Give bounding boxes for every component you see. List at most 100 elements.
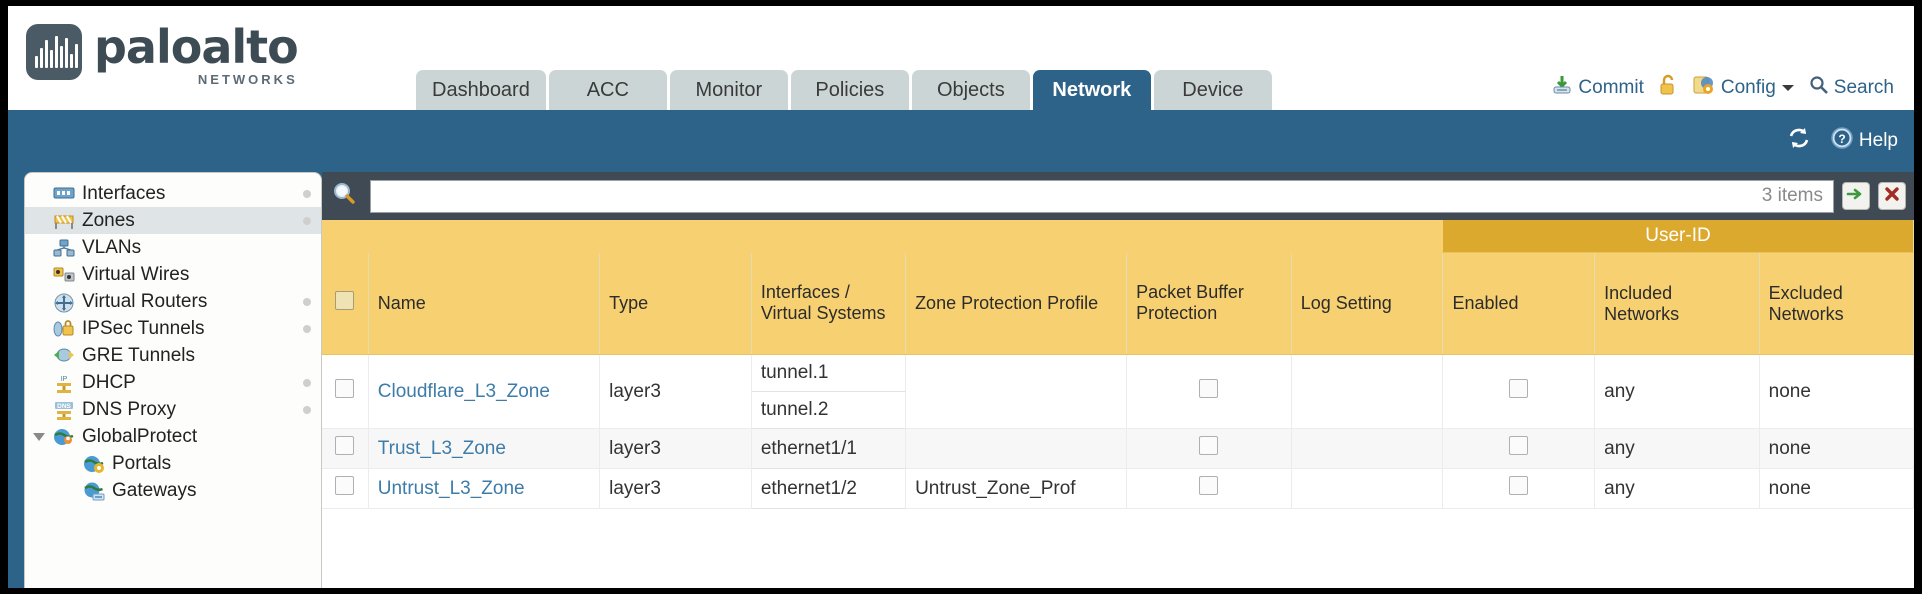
sidebar-item-zones[interactable]: Zones [25,207,321,234]
zone-name-link[interactable]: Untrust_L3_Zone [377,477,525,499]
column-header-enabled[interactable]: Enabled [1442,252,1596,355]
commit-button[interactable]: Commit [1551,74,1644,102]
sidebar-item-virtual-routers[interactable]: Virtual Routers [25,288,321,315]
status-dot [303,216,311,225]
row-checkbox[interactable] [335,379,355,398]
status-dot [303,324,311,333]
excluded-networks-cell: none [1759,354,1914,429]
sidebar-item-portals[interactable]: Portals [25,450,321,477]
config-dropdown[interactable]: Config [1692,74,1795,102]
expand-triangle-icon[interactable] [33,432,45,441]
sidebar-item-gateways[interactable]: Gateways [25,477,321,504]
nav-tab-device[interactable]: Device [1153,70,1272,110]
commit-download-icon [1551,74,1573,102]
zone-type-cell: layer3 [599,468,752,509]
zone-protection-profile-cell [905,354,1128,429]
sidebar-item-label: DHCP [82,371,136,393]
userid-enabled-checkbox[interactable] [1509,379,1529,398]
userid-enabled-cell [1442,354,1596,429]
userid-enabled-cell [1442,428,1596,469]
column-header-name[interactable]: Name [368,252,601,355]
packet-buffer-checkbox[interactable] [1199,379,1219,398]
apply-filter-button[interactable] [1842,182,1870,210]
lock-button[interactable] [1658,74,1678,102]
sidebar-item-label: GRE Tunnels [82,344,195,366]
sidebar-item-globalprotect[interactable]: GlobalProtect [25,423,321,450]
sidebar-item-label: Zones [82,209,135,231]
nav-tab-monitor[interactable]: Monitor [669,70,788,110]
zone-name-link[interactable]: Trust_L3_Zone [377,437,506,459]
interface-cell: ethernet1/1 [751,428,907,469]
nav-tab-policies[interactable]: Policies [790,70,909,110]
chevron-down-icon [1781,77,1795,99]
status-dot [303,405,311,414]
gre-tunnels-icon [53,347,75,365]
refresh-icon[interactable] [1786,126,1812,156]
brand-tagline: NETWORKS [197,72,298,87]
sidebar-item-label: Virtual Wires [82,263,190,285]
column-header-packet-buffer-protection[interactable]: Packet Buffer Protection [1126,252,1292,355]
sidebar-item-interfaces[interactable]: Interfaces [25,180,321,207]
packet-buffer-checkbox[interactable] [1199,436,1219,455]
sidebar-item-label: Gateways [112,479,197,501]
config-label: Config [1720,77,1776,98]
column-header-zone-protection-profile[interactable]: Zone Protection Profile [905,252,1128,355]
packet-buffer-protection-cell [1126,468,1292,509]
svg-text:IP: IP [61,376,68,383]
search-button[interactable]: Search [1809,75,1894,101]
sidebar-item-label: Virtual Routers [82,290,208,312]
help-button[interactable]: ? Help [1830,126,1898,156]
zone-name-link[interactable]: Cloudflare_L3_Zone [377,380,550,402]
packet-buffer-checkbox[interactable] [1199,476,1219,495]
log-setting-cell [1291,354,1444,429]
sidebar-item-vlans[interactable]: VLANs [25,234,321,261]
row-checkbox[interactable] [335,436,355,455]
status-dot [303,378,311,387]
row-checkbox[interactable] [335,476,355,495]
userid-enabled-checkbox[interactable] [1509,476,1529,495]
row-select-cell [322,354,369,429]
column-header-type[interactable]: Type [599,252,752,355]
paloalto-logo-icon [26,24,82,80]
search-magnifier-icon[interactable] [328,181,362,212]
virtual-wires-icon [53,266,75,284]
zone-type-cell: layer3 [599,354,752,429]
group-header-spacer [322,220,1443,253]
userid-enabled-cell [1442,468,1596,509]
column-header-log-setting[interactable]: Log Setting [1291,252,1444,355]
clear-filter-button[interactable] [1878,182,1906,210]
column-header-interfaces-virtual-systems[interactable]: Interfaces / Virtual Systems [751,252,907,355]
green-arrow-icon [1846,185,1866,208]
userid-enabled-checkbox[interactable] [1509,436,1529,455]
svg-text:DNS: DNS [57,403,71,410]
interface-cell: tunnel.2 [751,391,907,429]
sidebar-item-virtual-wires[interactable]: Virtual Wires [25,261,321,288]
sidebar-item-label: DNS Proxy [82,398,176,420]
zone-name-cell: Untrust_L3_Zone [368,468,601,509]
sidebar-item-gre-tunnels[interactable]: GRE Tunnels [25,342,321,369]
column-header-included-networks[interactable]: Included Networks [1594,252,1760,355]
help-label: Help [1858,130,1898,151]
brand-logo: paloalto NETWORKS [26,24,299,87]
nav-tab-network[interactable]: Network [1032,70,1151,110]
sidebar-item-dns-proxy[interactable]: DNS DNS Proxy [25,396,321,423]
search-input[interactable]: 3 items [370,179,1834,213]
sidebar-item-dhcp[interactable]: IP DHCP [25,369,321,396]
sidebar-item-ipsec-tunnels[interactable]: IPSec Tunnels [25,315,321,342]
filter-toolbar: 3 items [322,172,1914,220]
excluded-networks-cell: none [1759,428,1914,469]
nav-tab-objects[interactable]: Objects [911,70,1030,110]
group-header-userid: User-ID [1442,220,1914,253]
select-all-checkbox[interactable] [335,291,355,311]
nav-tab-dashboard[interactable]: Dashboard [416,70,546,110]
nav-tab-acc[interactable]: ACC [548,70,667,110]
column-header-excluded-networks[interactable]: Excluded Networks [1759,252,1914,355]
